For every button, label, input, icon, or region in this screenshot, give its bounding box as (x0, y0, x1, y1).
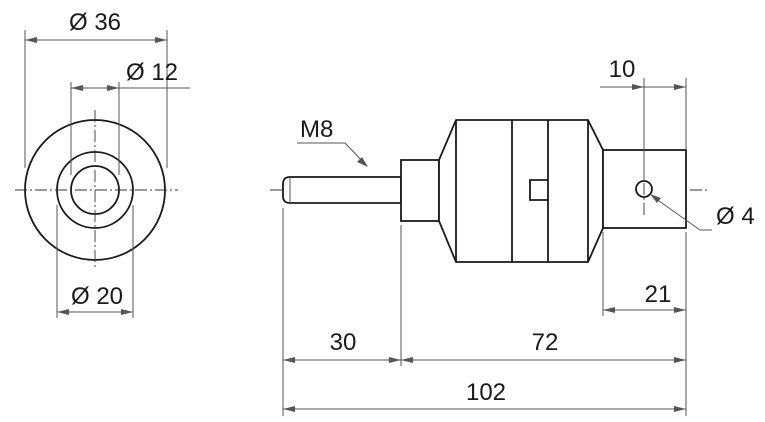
stud-length-label: 30 (330, 329, 357, 356)
end-offset-dimension: 10 (600, 56, 687, 180)
cross-hole-callout: Ø 4 (650, 194, 755, 231)
cross-hole (635, 180, 653, 198)
shoulder (400, 159, 440, 222)
body-length-label: 72 (532, 329, 559, 356)
side-view: M8 10 Ø 4 21 (270, 56, 755, 416)
overall-length-label: 102 (466, 379, 506, 406)
end-length-label: 21 (645, 281, 672, 308)
outer-diameter-dimension: Ø 36 (24, 9, 168, 168)
bore-diameter-label: Ø 12 (126, 59, 178, 86)
thread-callout: M8 (297, 116, 368, 167)
end-offset-label: 10 (609, 56, 636, 83)
coupling-tongue (529, 179, 548, 201)
length-dimensions: 30 72 102 (282, 208, 687, 416)
end-length-dimension: 21 (602, 232, 687, 316)
bore-diameter-dimension: Ø 12 (70, 59, 190, 175)
outer-diameter-label: Ø 36 (69, 9, 121, 36)
front-view: Ø 36 Ø 12 Ø 20 (15, 9, 190, 318)
cross-hole-label: Ø 4 (716, 203, 755, 230)
thread-label: M8 (300, 116, 333, 143)
hub-diameter-label: Ø 20 (71, 283, 123, 310)
main-body (438, 119, 604, 263)
hub-diameter-dimension: Ø 20 (56, 205, 134, 318)
threaded-stud (282, 176, 402, 204)
